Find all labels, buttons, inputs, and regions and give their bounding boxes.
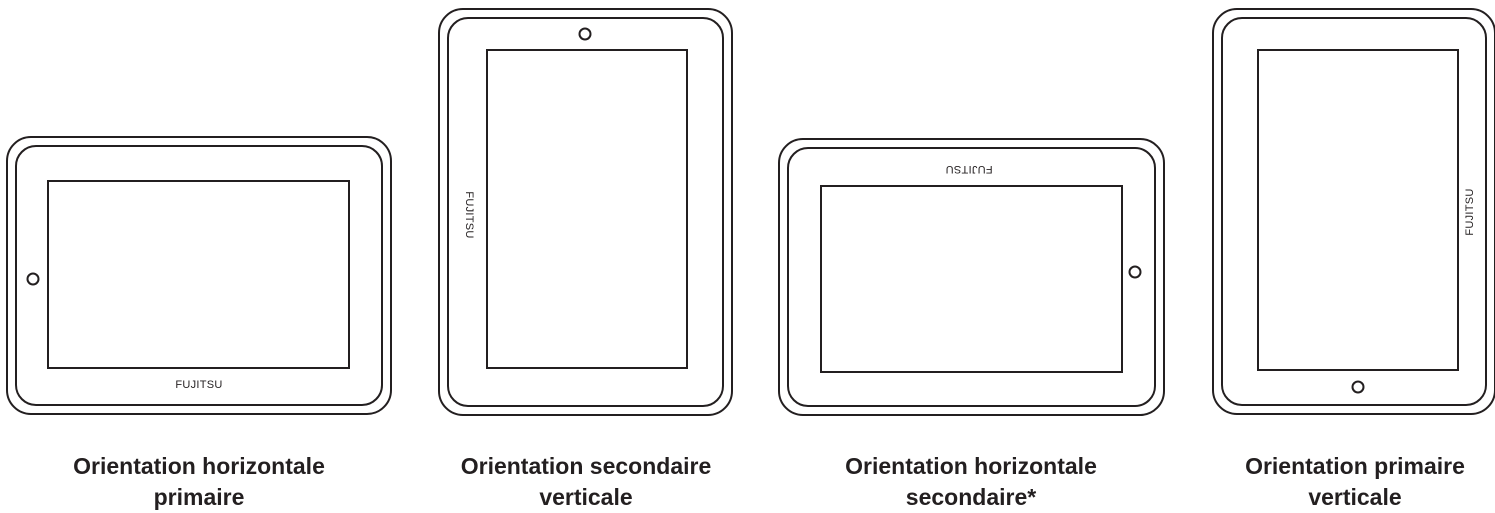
caption-line-2: primaire <box>153 484 245 510</box>
home-button-icon <box>26 272 40 286</box>
tablet-body <box>6 136 392 415</box>
tablet-horizontal-primary: FUJITSU <box>6 136 392 415</box>
tablet-screen <box>486 49 688 369</box>
fujitsu-logo: FUJITSU <box>1464 188 1476 235</box>
caption-line-2: verticale <box>1308 484 1402 510</box>
tablet-bezel <box>447 17 724 407</box>
tablet-screen <box>820 185 1123 373</box>
caption-line-1: Orientation horizontale <box>73 453 325 479</box>
caption-line-1: Orientation primaire <box>1245 453 1465 479</box>
tablet-screen <box>47 180 350 369</box>
tablet-vertical-secondary: FUJITSU <box>438 8 733 416</box>
caption-line-2: secondaire* <box>905 484 1037 510</box>
tablet-screen <box>1257 49 1459 371</box>
caption-line-1: Orientation secondaire <box>460 453 712 479</box>
tablet-body <box>778 138 1165 416</box>
home-button-icon <box>578 27 592 41</box>
caption-horizontal-primary: Orientation horizontale primaire <box>39 451 359 513</box>
home-button-icon <box>1128 265 1142 279</box>
tablet-bezel <box>1221 17 1487 406</box>
tablet-bezel <box>15 145 383 406</box>
fujitsu-logo: FUJITSU <box>945 163 992 175</box>
caption-vertical-secondary: Orientation secondaire verticale <box>426 451 746 513</box>
fujitsu-logo: FUJITSU <box>463 191 475 238</box>
tablet-body <box>438 8 733 416</box>
caption-horizontal-secondary: Orientation horizontale secondaire* <box>811 451 1131 513</box>
fujitsu-logo: FUJITSU <box>175 379 222 391</box>
tablet-vertical-primary: FUJITSU <box>1212 8 1495 415</box>
tablet-body <box>1212 8 1495 415</box>
tablet-bezel <box>787 147 1156 407</box>
caption-vertical-primary: Orientation primaire verticale <box>1195 451 1495 513</box>
caption-line-1: Orientation horizontale <box>845 453 1097 479</box>
home-button-icon <box>1351 380 1365 394</box>
caption-line-2: verticale <box>539 484 633 510</box>
tablet-horizontal-secondary: FUJITSU <box>778 138 1165 416</box>
